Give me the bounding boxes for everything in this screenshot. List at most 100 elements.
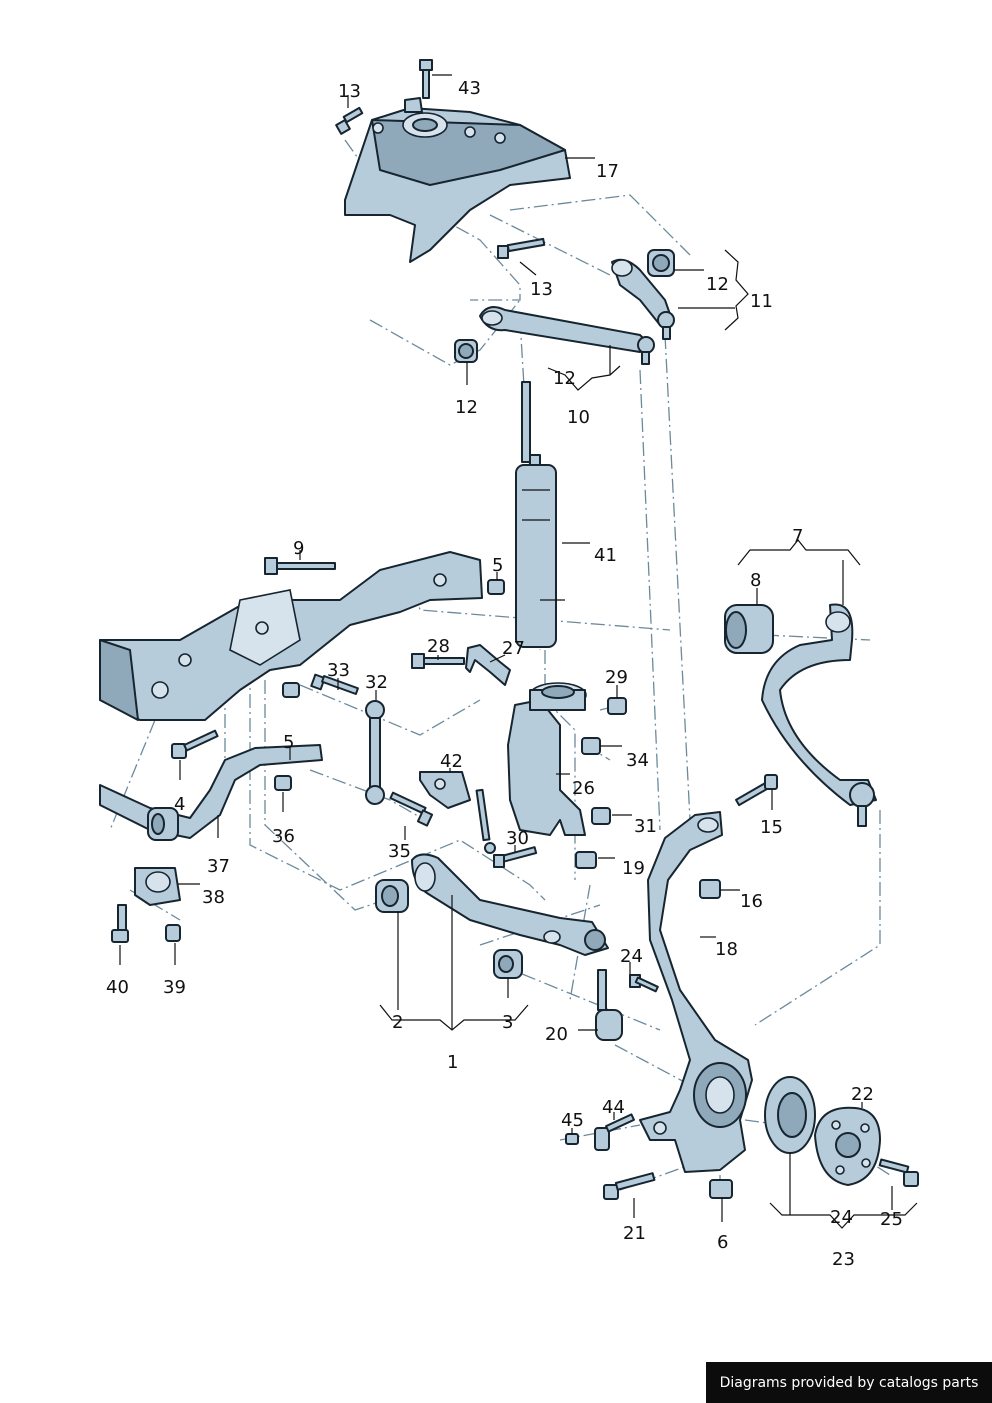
callout-37: 37 bbox=[207, 856, 230, 877]
ball-joint-20 bbox=[595, 969, 623, 1041]
nut-34 bbox=[581, 737, 601, 755]
callout-17: 17 bbox=[596, 161, 619, 182]
steering-knuckle bbox=[639, 811, 753, 1173]
bolt-30 bbox=[493, 846, 538, 868]
callout-10: 10 bbox=[567, 407, 590, 428]
callout-26: 26 bbox=[572, 778, 595, 799]
callout-39: 39 bbox=[163, 977, 186, 998]
bracket-27 bbox=[465, 644, 511, 686]
callout-9: 9 bbox=[293, 538, 304, 559]
callout-8: 8 bbox=[750, 570, 761, 591]
callout-40: 40 bbox=[106, 977, 129, 998]
nut-16 bbox=[699, 879, 721, 899]
wheel-hub-22 bbox=[814, 1106, 881, 1186]
callout-23: 23 bbox=[832, 1249, 855, 1270]
callout-12-rear: 12 bbox=[455, 397, 478, 418]
bolt-33 bbox=[310, 673, 359, 695]
bolt-35 bbox=[389, 791, 434, 827]
callout-45: 45 bbox=[561, 1110, 584, 1131]
callout-6: 6 bbox=[717, 1232, 728, 1253]
nut-6 bbox=[709, 1179, 733, 1199]
catalog-credit-banner: Diagrams provided by catalogs parts bbox=[706, 1362, 992, 1403]
bolt-24 bbox=[629, 974, 659, 993]
strut-mount-bracket bbox=[344, 97, 571, 263]
callout-27: 27 bbox=[502, 638, 525, 659]
bolt-4 bbox=[171, 729, 219, 759]
upper-control-arm-11 bbox=[611, 249, 675, 340]
callout-2: 2 bbox=[392, 1012, 403, 1033]
callout-13-upper: 13 bbox=[338, 81, 361, 102]
callout-1: 1 bbox=[447, 1052, 458, 1073]
upper-control-arm-10 bbox=[454, 306, 655, 365]
callout-42: 42 bbox=[440, 751, 463, 772]
callout-44: 44 bbox=[602, 1097, 625, 1118]
lower-arm-7 bbox=[761, 603, 877, 827]
bolt-9 bbox=[264, 557, 336, 575]
callout-12-bracket: 12 bbox=[553, 368, 576, 389]
callout-7: 7 bbox=[792, 526, 803, 547]
callout-43: 43 bbox=[458, 78, 481, 99]
bolt-25 bbox=[878, 1158, 919, 1187]
lower-control-arm-1 bbox=[411, 853, 609, 956]
callout-16: 16 bbox=[740, 891, 763, 912]
callout-25: 25 bbox=[880, 1209, 903, 1230]
callout-11: 11 bbox=[750, 291, 773, 312]
nut-29 bbox=[607, 697, 627, 715]
callout-32: 32 bbox=[365, 672, 388, 693]
callout-12-front: 12 bbox=[706, 274, 729, 295]
nut-5-upper bbox=[487, 579, 505, 595]
callout-35: 35 bbox=[388, 841, 411, 862]
bolt-21 bbox=[603, 1172, 656, 1200]
bolt-13-lower bbox=[497, 237, 546, 259]
speed-sensor-44 bbox=[594, 1113, 635, 1151]
callout-labels: 43 13 17 12 11 13 12 12 10 41 7 8 9 5 28… bbox=[106, 78, 903, 1270]
bolt-28 bbox=[411, 653, 465, 669]
bolt-40 bbox=[111, 904, 129, 943]
callout-28: 28 bbox=[427, 636, 450, 657]
nut-19 bbox=[575, 851, 597, 869]
callout-41: 41 bbox=[594, 545, 617, 566]
callout-18: 18 bbox=[715, 939, 738, 960]
callout-29: 29 bbox=[605, 667, 628, 688]
wheel-bearing-24 bbox=[764, 1076, 816, 1154]
callout-15: 15 bbox=[760, 817, 783, 838]
callout-34: 34 bbox=[626, 750, 649, 771]
strut-fork bbox=[507, 682, 587, 836]
screw-45 bbox=[565, 1133, 579, 1145]
nut-39 bbox=[165, 924, 181, 942]
callout-36: 36 bbox=[272, 826, 295, 847]
clamp-38 bbox=[134, 867, 181, 906]
callout-21: 21 bbox=[623, 1223, 646, 1244]
callout-22: 22 bbox=[851, 1084, 874, 1105]
bolt-43 bbox=[419, 59, 433, 99]
bolt-15 bbox=[735, 774, 778, 807]
callout-5-upper: 5 bbox=[492, 555, 503, 576]
callout-19: 19 bbox=[622, 858, 645, 879]
callout-5-lower: 5 bbox=[283, 732, 294, 753]
leader-lines bbox=[119, 74, 918, 1229]
level-sensor-42 bbox=[419, 771, 496, 854]
callout-24-bearing: 24 bbox=[830, 1207, 853, 1228]
bushing-4 bbox=[147, 807, 179, 841]
callout-24-bolt: 24 bbox=[620, 946, 643, 967]
stabilizer-link-32 bbox=[365, 700, 385, 805]
nut-36 bbox=[274, 775, 292, 791]
subframe bbox=[99, 551, 483, 721]
callout-30: 30 bbox=[506, 828, 529, 849]
nut-31 bbox=[591, 807, 611, 825]
callout-13-lower: 13 bbox=[530, 279, 553, 300]
stabilizer-bar bbox=[99, 744, 323, 839]
callout-4: 4 bbox=[174, 794, 185, 815]
callout-3: 3 bbox=[502, 1012, 513, 1033]
callout-38: 38 bbox=[202, 887, 225, 908]
bushing-8 bbox=[724, 604, 774, 654]
bushing-2 bbox=[375, 879, 409, 913]
callout-31: 31 bbox=[634, 816, 657, 837]
shock-absorber bbox=[515, 381, 565, 648]
nut-5-lower bbox=[282, 682, 300, 698]
bushing-3 bbox=[493, 949, 523, 979]
callout-33: 33 bbox=[327, 660, 350, 681]
bolt-13-upper bbox=[335, 106, 364, 135]
callout-20: 20 bbox=[545, 1024, 568, 1045]
